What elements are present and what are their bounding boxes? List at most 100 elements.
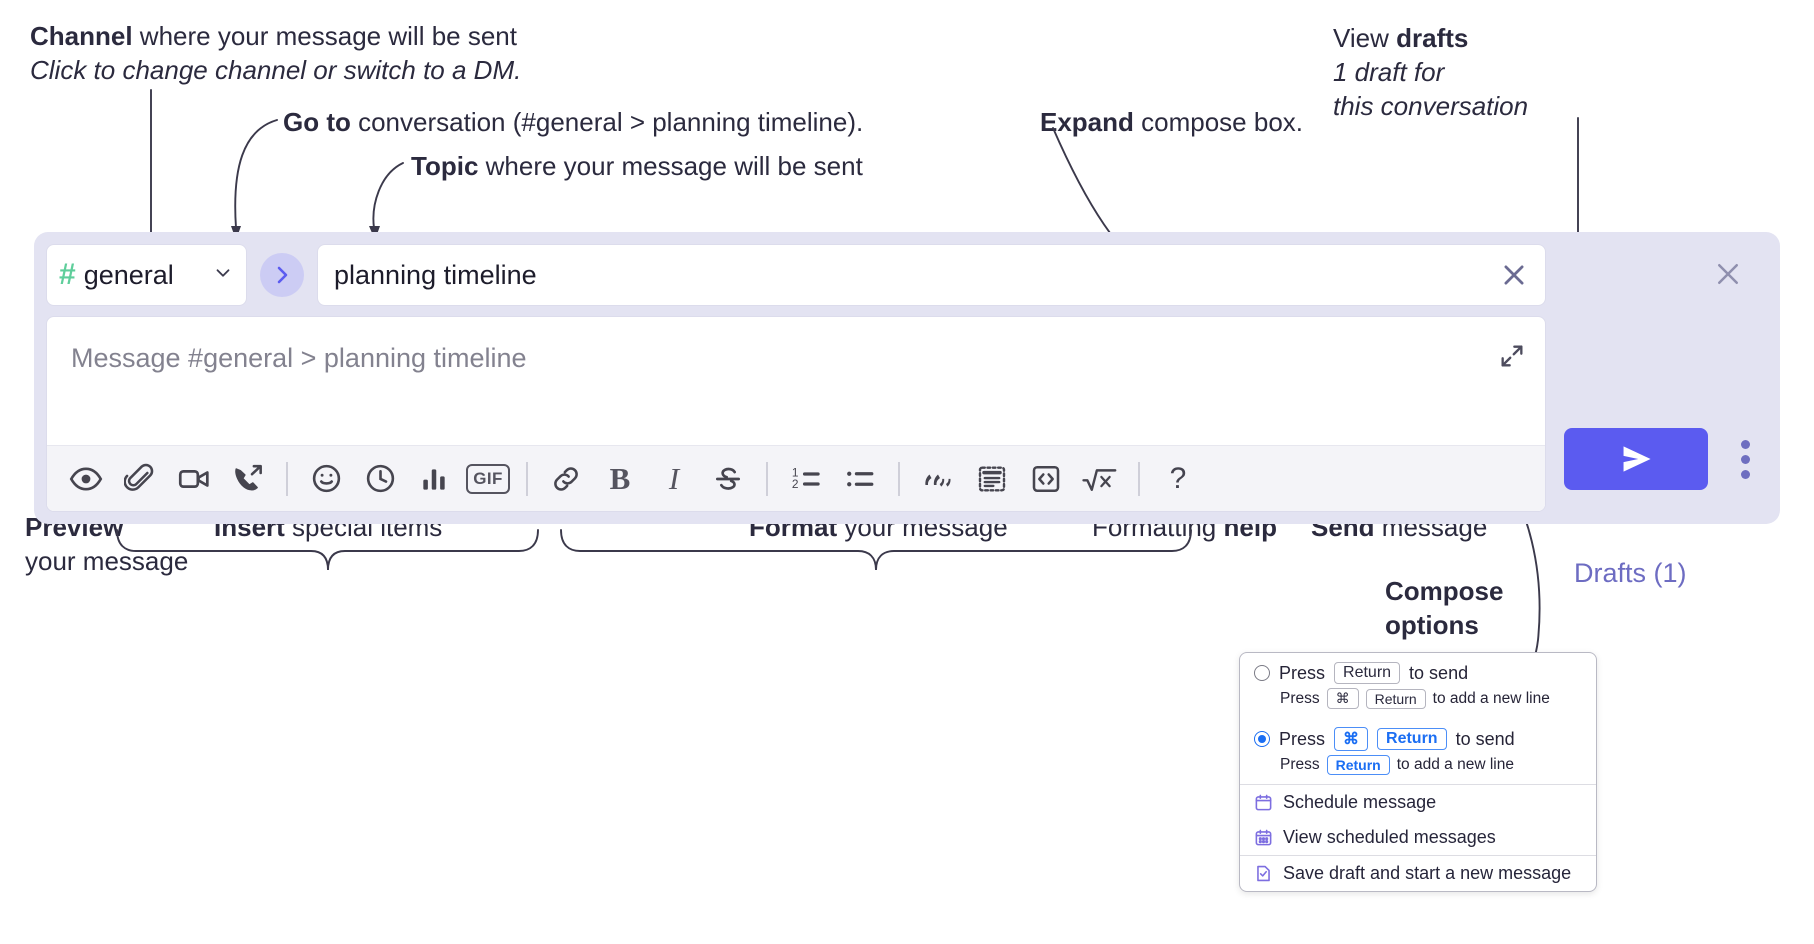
key-return: Return xyxy=(1365,688,1426,709)
menu-item-save-draft[interactable]: Save draft and start a new message xyxy=(1240,856,1596,891)
annotation-channel-rest: where your message will be sent xyxy=(132,21,517,51)
send-button[interactable] xyxy=(1564,428,1708,490)
bulleted-list-icon[interactable] xyxy=(833,452,887,506)
option1-post: to send xyxy=(1409,662,1469,683)
key-command: ⌘ xyxy=(1334,727,1369,751)
document-check-icon xyxy=(1254,864,1273,883)
divider xyxy=(898,461,900,496)
ordered-list-icon[interactable]: 1 2 xyxy=(779,452,833,506)
poll-icon[interactable] xyxy=(407,452,461,506)
option2-post: to send xyxy=(1455,728,1515,749)
help-icon[interactable]: ? xyxy=(1151,452,1205,506)
channel-selector[interactable]: # general xyxy=(46,244,247,306)
drafts-link[interactable]: Drafts (1) xyxy=(1574,558,1687,588)
divider xyxy=(766,461,768,496)
key-return: Return xyxy=(1377,728,1447,750)
message-placeholder: Message #general > planning timeline xyxy=(71,343,527,373)
close-compose-button[interactable] xyxy=(1706,252,1750,296)
annotation-preview-rest: your message xyxy=(25,545,189,576)
option2-pre: Press xyxy=(1279,728,1326,749)
menu-divider xyxy=(1240,784,1596,785)
code-inline-icon[interactable] xyxy=(1019,452,1073,506)
channel-name: general xyxy=(83,259,174,290)
compose-panel: Drafts (1) # general planning timeline xyxy=(34,232,1780,588)
compose-options-button[interactable] xyxy=(1728,436,1762,482)
help-label: ? xyxy=(1169,461,1187,495)
compose-options-menu: Press Return to send Press ⌘ Return to a… xyxy=(1239,652,1597,892)
emoji-icon[interactable] xyxy=(299,452,353,506)
option1-pre: Press xyxy=(1279,662,1326,683)
calendar-grid-icon xyxy=(1254,828,1273,847)
option2-sub-pre: Press xyxy=(1280,756,1320,773)
svg-text:2: 2 xyxy=(792,477,799,491)
annotation-goto-rest: conversation (#general > planning timeli… xyxy=(350,107,864,137)
key-return: Return xyxy=(1334,662,1401,684)
annotation-goto: Go to conversation (#general > planning … xyxy=(283,106,863,140)
annotation-expand-rest: compose box. xyxy=(1133,107,1304,137)
leader-topic xyxy=(372,162,404,229)
calendar-clock-icon xyxy=(1254,793,1273,812)
italic-icon[interactable]: I xyxy=(647,452,701,506)
chevron-right-icon xyxy=(277,266,288,284)
menu-divider xyxy=(1240,855,1596,856)
divider xyxy=(1138,461,1140,496)
formatting-toolbar: GIF B I xyxy=(47,445,1545,511)
annotation-drafts-plain: View xyxy=(1333,23,1397,53)
message-editor[interactable]: Message #general > planning timeline xyxy=(46,316,1546,512)
option1-sub-post: to add a new line xyxy=(1432,689,1550,707)
hash-icon: # xyxy=(59,258,76,291)
annotation-topic-rest: where your message will be sent xyxy=(478,151,863,181)
annotation-drafts: View drafts 1 draft for this conversatio… xyxy=(1333,22,1528,123)
strikethrough-icon[interactable] xyxy=(701,452,755,506)
leader-goto xyxy=(234,119,278,229)
italic-label: I xyxy=(668,460,680,496)
blockquote-icon[interactable] xyxy=(911,452,965,506)
topic-input[interactable]: planning timeline xyxy=(317,244,1546,306)
kebab-dot xyxy=(1740,469,1750,479)
radio-cmd-return-to-send[interactable] xyxy=(1254,731,1270,747)
gif-icon[interactable]: GIF xyxy=(461,452,515,506)
kebab-dot xyxy=(1740,454,1750,464)
key-command: ⌘ xyxy=(1326,688,1359,709)
menu-option-return-to-send[interactable]: Press Return to send xyxy=(1240,653,1596,688)
kebab-dot xyxy=(1740,439,1750,449)
annotation-drafts-italic2: this conversation xyxy=(1333,90,1529,121)
annotation-topic: Topic where your message will be sent xyxy=(411,150,863,184)
bold-label: B xyxy=(609,460,631,496)
menu-option-cmd-return-to-send[interactable]: Press ⌘ Return to send xyxy=(1240,718,1596,755)
annotation-goto-bold: Go to xyxy=(283,107,351,137)
topic-value: planning timeline xyxy=(334,259,537,290)
close-icon xyxy=(1504,265,1524,285)
annotation-drafts-bold: drafts xyxy=(1396,23,1469,53)
clear-topic-button[interactable] xyxy=(1499,260,1529,290)
menu-item-schedule-message[interactable]: Schedule message xyxy=(1240,785,1596,820)
close-icon xyxy=(1718,264,1738,284)
link-icon[interactable] xyxy=(539,452,593,506)
code-block-icon[interactable] xyxy=(965,452,1019,506)
gif-label: GIF xyxy=(466,463,510,494)
bold-icon[interactable]: B xyxy=(593,452,647,506)
preview-icon[interactable] xyxy=(59,452,113,506)
menu-item-label: Schedule message xyxy=(1283,792,1437,812)
annotation-compose-bold1: Compose xyxy=(1385,576,1504,606)
expand-diagonal-icon xyxy=(1501,345,1523,367)
chevron-down-icon xyxy=(212,262,234,289)
menu-item-view-scheduled-messages[interactable]: View scheduled messages xyxy=(1240,820,1596,855)
menu-item-label: Save draft and start a new message xyxy=(1283,863,1572,883)
menu-option-cmd-return-sub: Press Return to add a new line xyxy=(1240,755,1596,784)
option2-sub-post: to add a new line xyxy=(1396,756,1514,773)
math-icon[interactable] xyxy=(1073,452,1127,506)
annotation-channel: Channel where your message will be sent … xyxy=(30,20,521,88)
annotation-expand-bold: Expand xyxy=(1040,107,1134,137)
goto-conversation-button[interactable] xyxy=(260,253,304,297)
expand-compose-button[interactable] xyxy=(1495,339,1529,373)
divider xyxy=(526,461,528,496)
compose-header-row: # general planning timeline xyxy=(46,244,1546,306)
audio-clip-icon[interactable] xyxy=(221,452,275,506)
compose-inner: # general planning timeline xyxy=(46,244,1546,512)
clock-icon[interactable] xyxy=(353,452,407,506)
radio-return-to-send[interactable] xyxy=(1254,665,1270,681)
video-clip-icon[interactable] xyxy=(167,452,221,506)
divider xyxy=(286,461,288,496)
attachment-icon[interactable] xyxy=(113,452,167,506)
